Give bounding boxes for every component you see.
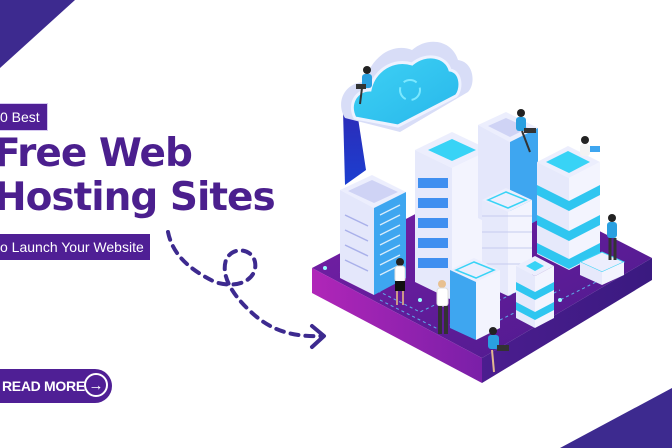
corner-triangle-bottom-right [560, 388, 672, 448]
corner-triangle-top-left [0, 0, 75, 68]
server-rack-icon [450, 258, 500, 340]
subtitle-badge: o Launch Your Website [0, 234, 150, 260]
kicker-badge: 0 Best [0, 103, 48, 131]
person-standing-icon [394, 258, 406, 305]
person-with-laptop-icon [488, 327, 509, 373]
page-title: Free Web Hosting Sites [0, 131, 276, 220]
person-with-laptop-icon [356, 66, 372, 105]
headline-line-2: Hosting Sites [0, 175, 276, 220]
arrow-right-circle-icon: → [84, 373, 108, 397]
read-more-label: READ MORE [2, 378, 85, 394]
person-standing-icon [436, 280, 449, 334]
read-more-button[interactable]: READ MORE → [0, 369, 112, 403]
person-standing-icon [607, 214, 617, 260]
person-with-laptop-icon [516, 109, 536, 153]
server-tower-icon [340, 175, 406, 295]
person-with-laptop-icon [580, 136, 600, 156]
server-box-icon [578, 251, 626, 285]
server-tower-icon [516, 256, 554, 328]
headline-line-1: Free Web [0, 131, 193, 176]
cloud-sync-icon [341, 41, 473, 132]
server-tower-icon [537, 146, 600, 270]
